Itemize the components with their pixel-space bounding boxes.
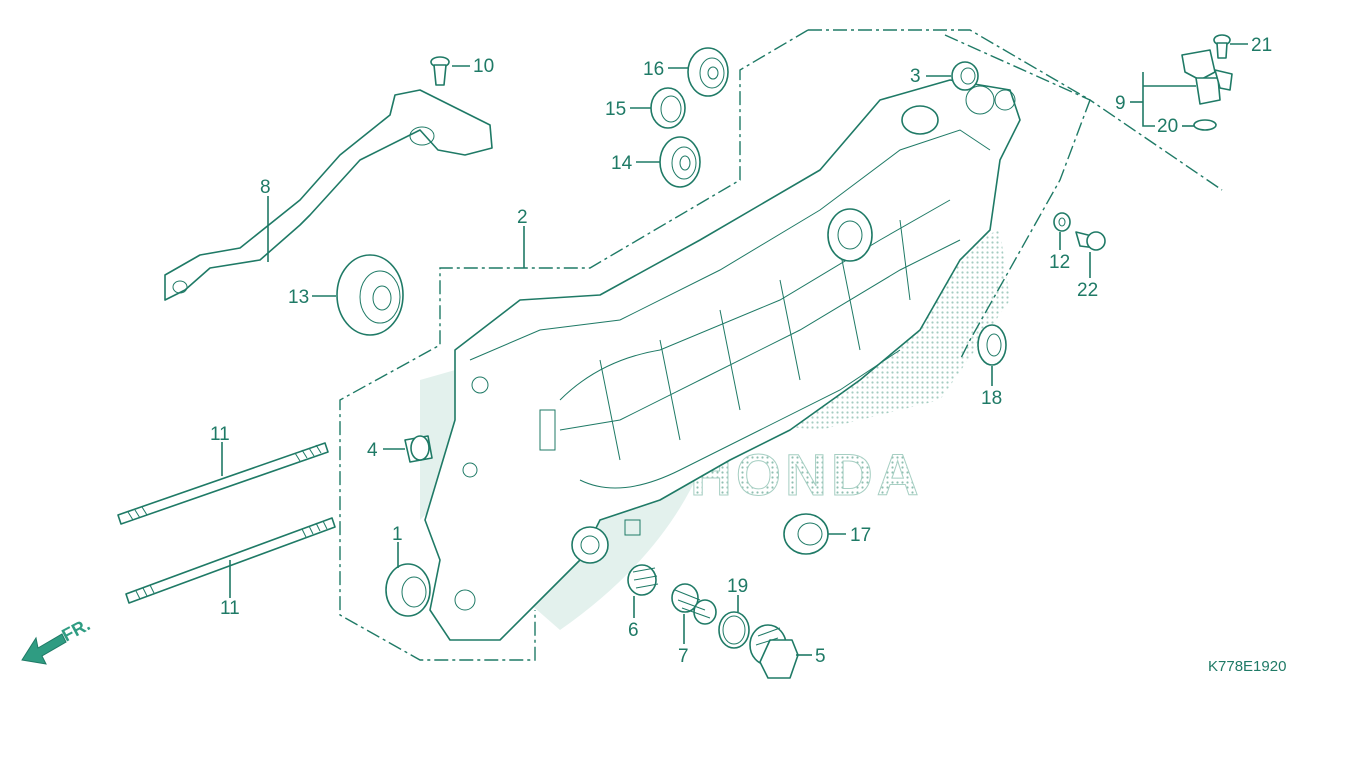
callout-20: 20 — [1157, 116, 1178, 137]
sensor-part-9 — [1181, 49, 1233, 105]
callout-2: 2 — [517, 207, 528, 228]
bearing-part-13 — [336, 254, 404, 336]
leader-lines — [221, 43, 1248, 656]
callout-6: 6 — [628, 620, 639, 641]
figure-code: K778E1920 — [1208, 658, 1286, 675]
bolt-part-22 — [1075, 231, 1106, 251]
stud-bolt-part-11-upper — [117, 442, 329, 525]
oring-part-19 — [718, 611, 750, 649]
left-crankcase — [424, 79, 1021, 641]
bolt-part-21 — [1213, 34, 1231, 59]
callout-3: 3 — [910, 66, 921, 87]
callout-1: 1 — [392, 524, 403, 545]
callout-14: 14 — [611, 153, 633, 174]
callout-21: 21 — [1251, 35, 1272, 56]
bolt-part-10 — [430, 56, 450, 86]
spring-part-7 — [671, 583, 717, 625]
oil-seal-part-18 — [977, 324, 1007, 366]
callout-4: 4 — [367, 440, 378, 461]
callout-10: 10 — [473, 56, 494, 77]
filter-part-6 — [627, 564, 659, 596]
dowel-part-3 — [951, 61, 979, 91]
callout-13: 13 — [288, 287, 309, 308]
callout-12: 12 — [1049, 252, 1070, 273]
bracket-part-8 — [164, 89, 493, 301]
callout-9: 9 — [1115, 93, 1126, 114]
top-group-outline — [808, 29, 1091, 361]
callout-16: 16 — [643, 59, 664, 80]
front-direction-marker: FR. — [21, 614, 93, 665]
callout-8: 8 — [260, 177, 271, 198]
bearing-part-1 — [385, 563, 431, 617]
callout-5: 5 — [815, 646, 826, 667]
callout-19: 19 — [727, 576, 748, 597]
callout-18: 18 — [981, 388, 1002, 409]
callout-22: 22 — [1077, 280, 1098, 301]
oil-seal-part-17 — [783, 513, 829, 555]
callout-11-lower: 11 — [220, 598, 240, 619]
callout-labels: 1 2 3 4 5 6 7 8 9 10 11 11 12 13 14 15 1… — [210, 35, 1272, 667]
dowel-part-4 — [404, 435, 433, 463]
bearing-part-16 — [687, 47, 729, 97]
callout-7: 7 — [678, 646, 689, 667]
callout-15: 15 — [605, 99, 626, 120]
bearing-part-14 — [659, 136, 701, 188]
callout-17: 17 — [850, 525, 871, 546]
front-arrow-icon — [21, 633, 67, 665]
washer-part-12 — [1053, 212, 1071, 232]
oring-part-20 — [1193, 119, 1217, 131]
callout-11-upper: 11 — [210, 424, 230, 445]
sensor-group-outline — [944, 34, 1223, 191]
crankcase-group-outline — [339, 29, 809, 661]
bearing-part-15 — [650, 87, 686, 129]
drain-plug-part-5 — [749, 624, 799, 679]
